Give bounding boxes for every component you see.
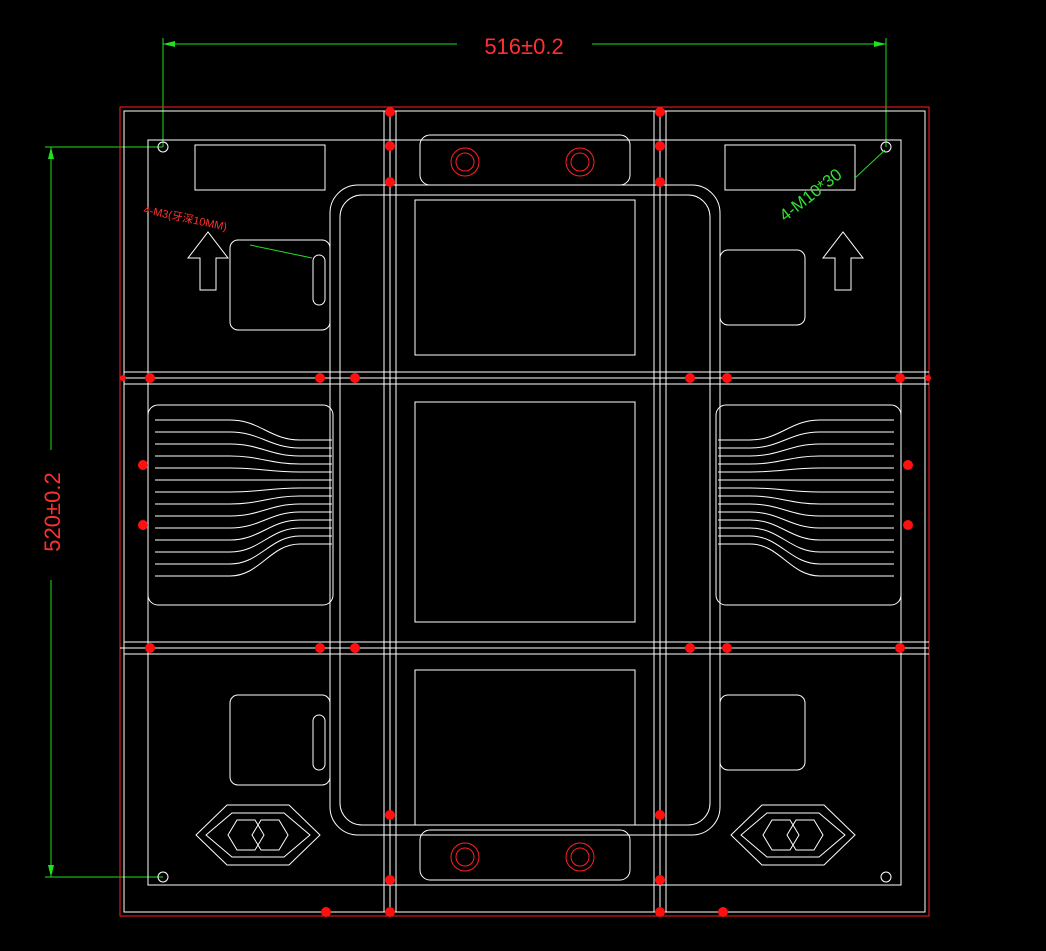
red-marker [925, 375, 931, 381]
red-marker [120, 375, 126, 381]
height-dimension: 520±0.2 [40, 146, 163, 878]
red-marker [722, 373, 732, 383]
red-marker [350, 643, 360, 653]
red-marker [685, 643, 695, 653]
red-marker [655, 907, 665, 917]
cable-channels [147, 404, 902, 606]
red-marker [145, 643, 155, 653]
red-marker [385, 810, 395, 820]
arrow-up-icon [821, 231, 865, 291]
red-marker [138, 460, 148, 470]
red-marker [385, 107, 395, 117]
red-marker [895, 643, 905, 653]
red-marker [315, 643, 325, 653]
width-dimension: 516±0.2 [162, 34, 887, 147]
red-marker [385, 875, 395, 885]
red-marker [385, 141, 395, 151]
red-marker [685, 373, 695, 383]
red-markers [120, 107, 931, 917]
red-marker [903, 460, 913, 470]
window-middle [414, 401, 636, 623]
red-marker [145, 373, 155, 383]
red-marker [718, 907, 728, 917]
red-marker [385, 177, 395, 187]
red-marker [655, 177, 665, 187]
red-marker [138, 520, 148, 530]
m10-note: 4-M10*30 [776, 165, 846, 225]
window-top [414, 199, 636, 356]
width-dimension-label: 516±0.2 [484, 34, 563, 59]
power-connectors [450, 147, 595, 872]
red-marker [655, 810, 665, 820]
m3-note: 4-M3(牙深10MM) [142, 203, 228, 233]
red-marker [655, 107, 665, 117]
red-marker [655, 875, 665, 885]
red-marker [722, 643, 732, 653]
handle-hexagons [195, 804, 856, 866]
height-dimension-label: 520±0.2 [40, 472, 65, 551]
red-marker [903, 520, 913, 530]
red-marker [315, 373, 325, 383]
frame-grid [120, 107, 929, 916]
red-marker [385, 907, 395, 917]
red-marker [655, 141, 665, 151]
red-marker [895, 373, 905, 383]
mount-holes [157, 141, 892, 883]
red-marker [350, 373, 360, 383]
red-marker [321, 907, 331, 917]
window-bottom [414, 669, 636, 826]
panel-outline [119, 106, 930, 917]
arrow-up-icon [186, 231, 230, 291]
